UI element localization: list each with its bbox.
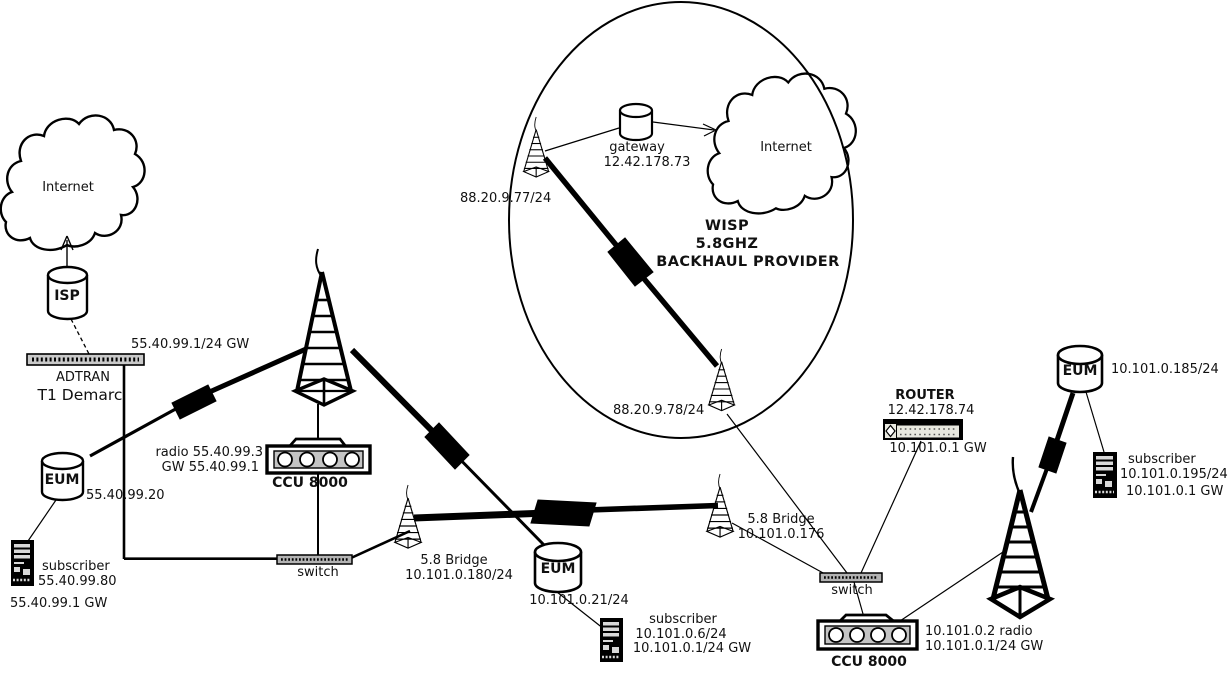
wisp-downlink-ip: 88.20.9.78/24 [613, 403, 704, 418]
isp-demarc-link [70, 318, 90, 355]
bridge-left-label: 5.8 Bridge [420, 553, 487, 568]
gateway-ip-label: 55.40.99.1/24 GW [131, 337, 249, 352]
wisp-uplink-ip: 88.20.9.77/24 [460, 191, 551, 206]
gateway-node [618, 102, 654, 142]
ccu8000-left [265, 437, 372, 475]
bridge-right-ip: 10.101.0.176 [738, 527, 825, 542]
pop-b-wiring [726, 391, 1105, 622]
pop-b-tower [986, 456, 1056, 620]
router-node [883, 419, 963, 440]
internet-left-label: Internet [42, 180, 94, 195]
bridge-right-label: 5.8 Bridge [747, 512, 814, 527]
ccu-right-gw: 10.101.0.1/24 GW [925, 639, 1043, 654]
isp-to-internet-arrow [60, 235, 74, 268]
eum-mid-label: EUM [541, 561, 576, 577]
router-gw: 10.101.0.1 GW [889, 441, 987, 456]
eum-mid-ip: 10.101.0.21/24 [529, 593, 629, 608]
wisp-title-3: BACKHAUL PROVIDER [656, 254, 839, 270]
router-label: ROUTER [895, 388, 954, 403]
eum-right-label: EUM [1063, 363, 1098, 379]
ccu8000-right [816, 613, 919, 651]
subscriber-left-label: subscriber [42, 559, 110, 574]
switch-right-label: switch [831, 583, 873, 598]
gateway-internet-arrow [652, 121, 717, 137]
subscriber-mid-label: subscriber [649, 612, 717, 627]
demarc-type-label: T1 Demarc [37, 386, 123, 404]
bolt-wisp-backhaul [542, 156, 720, 368]
switch-right [819, 572, 883, 583]
gateway-label: gateway [609, 140, 665, 155]
internet-right-label: Internet [760, 140, 812, 155]
wisp-cluster: Internet gateway 12.42.178.73 88.20.9.77… [460, 1, 857, 439]
subscriber-right-gw: 10.101.0.1 GW [1126, 484, 1224, 499]
eum-mid-node: EUM [533, 541, 583, 594]
subscriber-right-label: subscriber [1128, 452, 1196, 467]
eum-left-label: EUM [45, 472, 80, 488]
pop-a-tower [290, 248, 358, 407]
ccu-left-gw-ip: GW 55.40.99.1 [162, 460, 259, 475]
bolt-bridge-link [413, 499, 719, 527]
eum-right-ip: 10.101.0.185/24 [1111, 362, 1219, 377]
wisp-boundary-ellipse [508, 1, 854, 439]
bolt-tower-to-eum-mid [349, 347, 547, 548]
isp-node: ISP [46, 265, 89, 321]
gateway-ip: 12.42.178.73 [604, 155, 691, 170]
wisp-tower-upper-icon [523, 116, 550, 178]
isp-label: ISP [54, 288, 80, 304]
subscriber-left-gw: 55.40.99.1 GW [10, 596, 108, 611]
ccu-left-radio-ip: radio 55.40.99.3 [155, 445, 263, 460]
wireless-links [89, 156, 1076, 548]
wisp-title-2: 5.8GHZ [696, 236, 759, 252]
demarc-name-label: ADTRAN [56, 370, 110, 385]
subscriber-left-icon [11, 540, 34, 586]
eum-left-node: EUM [40, 451, 85, 502]
ccu-right-label: CCU 8000 [831, 654, 907, 670]
tower-gateway-link [544, 127, 620, 152]
eum-left-ip: 55.40.99.20 [86, 488, 165, 503]
subscriber-right-icon [1093, 452, 1117, 498]
router-ip: 12.42.178.74 [888, 403, 975, 418]
switch-left-label: switch [297, 565, 339, 580]
ccu-right-radio-ip: 10.101.0.2 radio [925, 624, 1033, 639]
bolt-eum-to-tower-right [1029, 392, 1076, 513]
bridge-left-ip: 10.101.0.180/24 [405, 568, 513, 583]
switch-left [276, 554, 353, 565]
subscriber-mid-ip: 10.101.0.6/24 [635, 627, 726, 642]
upstream-cluster: Internet ISP 55.40.99.1/24 GW ADTRAN T1 … [0, 114, 249, 404]
eum-mid-sub-link [556, 591, 605, 630]
subscriber-right-ip: 10.101.0.195/24 [1120, 467, 1228, 482]
subscriber-mid-gw: 10.101.0.1/24 GW [633, 641, 751, 656]
adtran-demarc: ADTRAN T1 Demarc [26, 353, 145, 404]
wisp-title-1: WISP [705, 218, 749, 234]
subscriber-mid-icon [600, 618, 623, 662]
eum-right-node: EUM [1056, 344, 1104, 394]
pop-a-wiring [27, 365, 411, 561]
subscriber-left-ip: 55.40.99.80 [38, 574, 117, 589]
ccu-left-label: CCU 8000 [272, 475, 348, 491]
bolt-tower-to-eum-a [89, 346, 308, 458]
